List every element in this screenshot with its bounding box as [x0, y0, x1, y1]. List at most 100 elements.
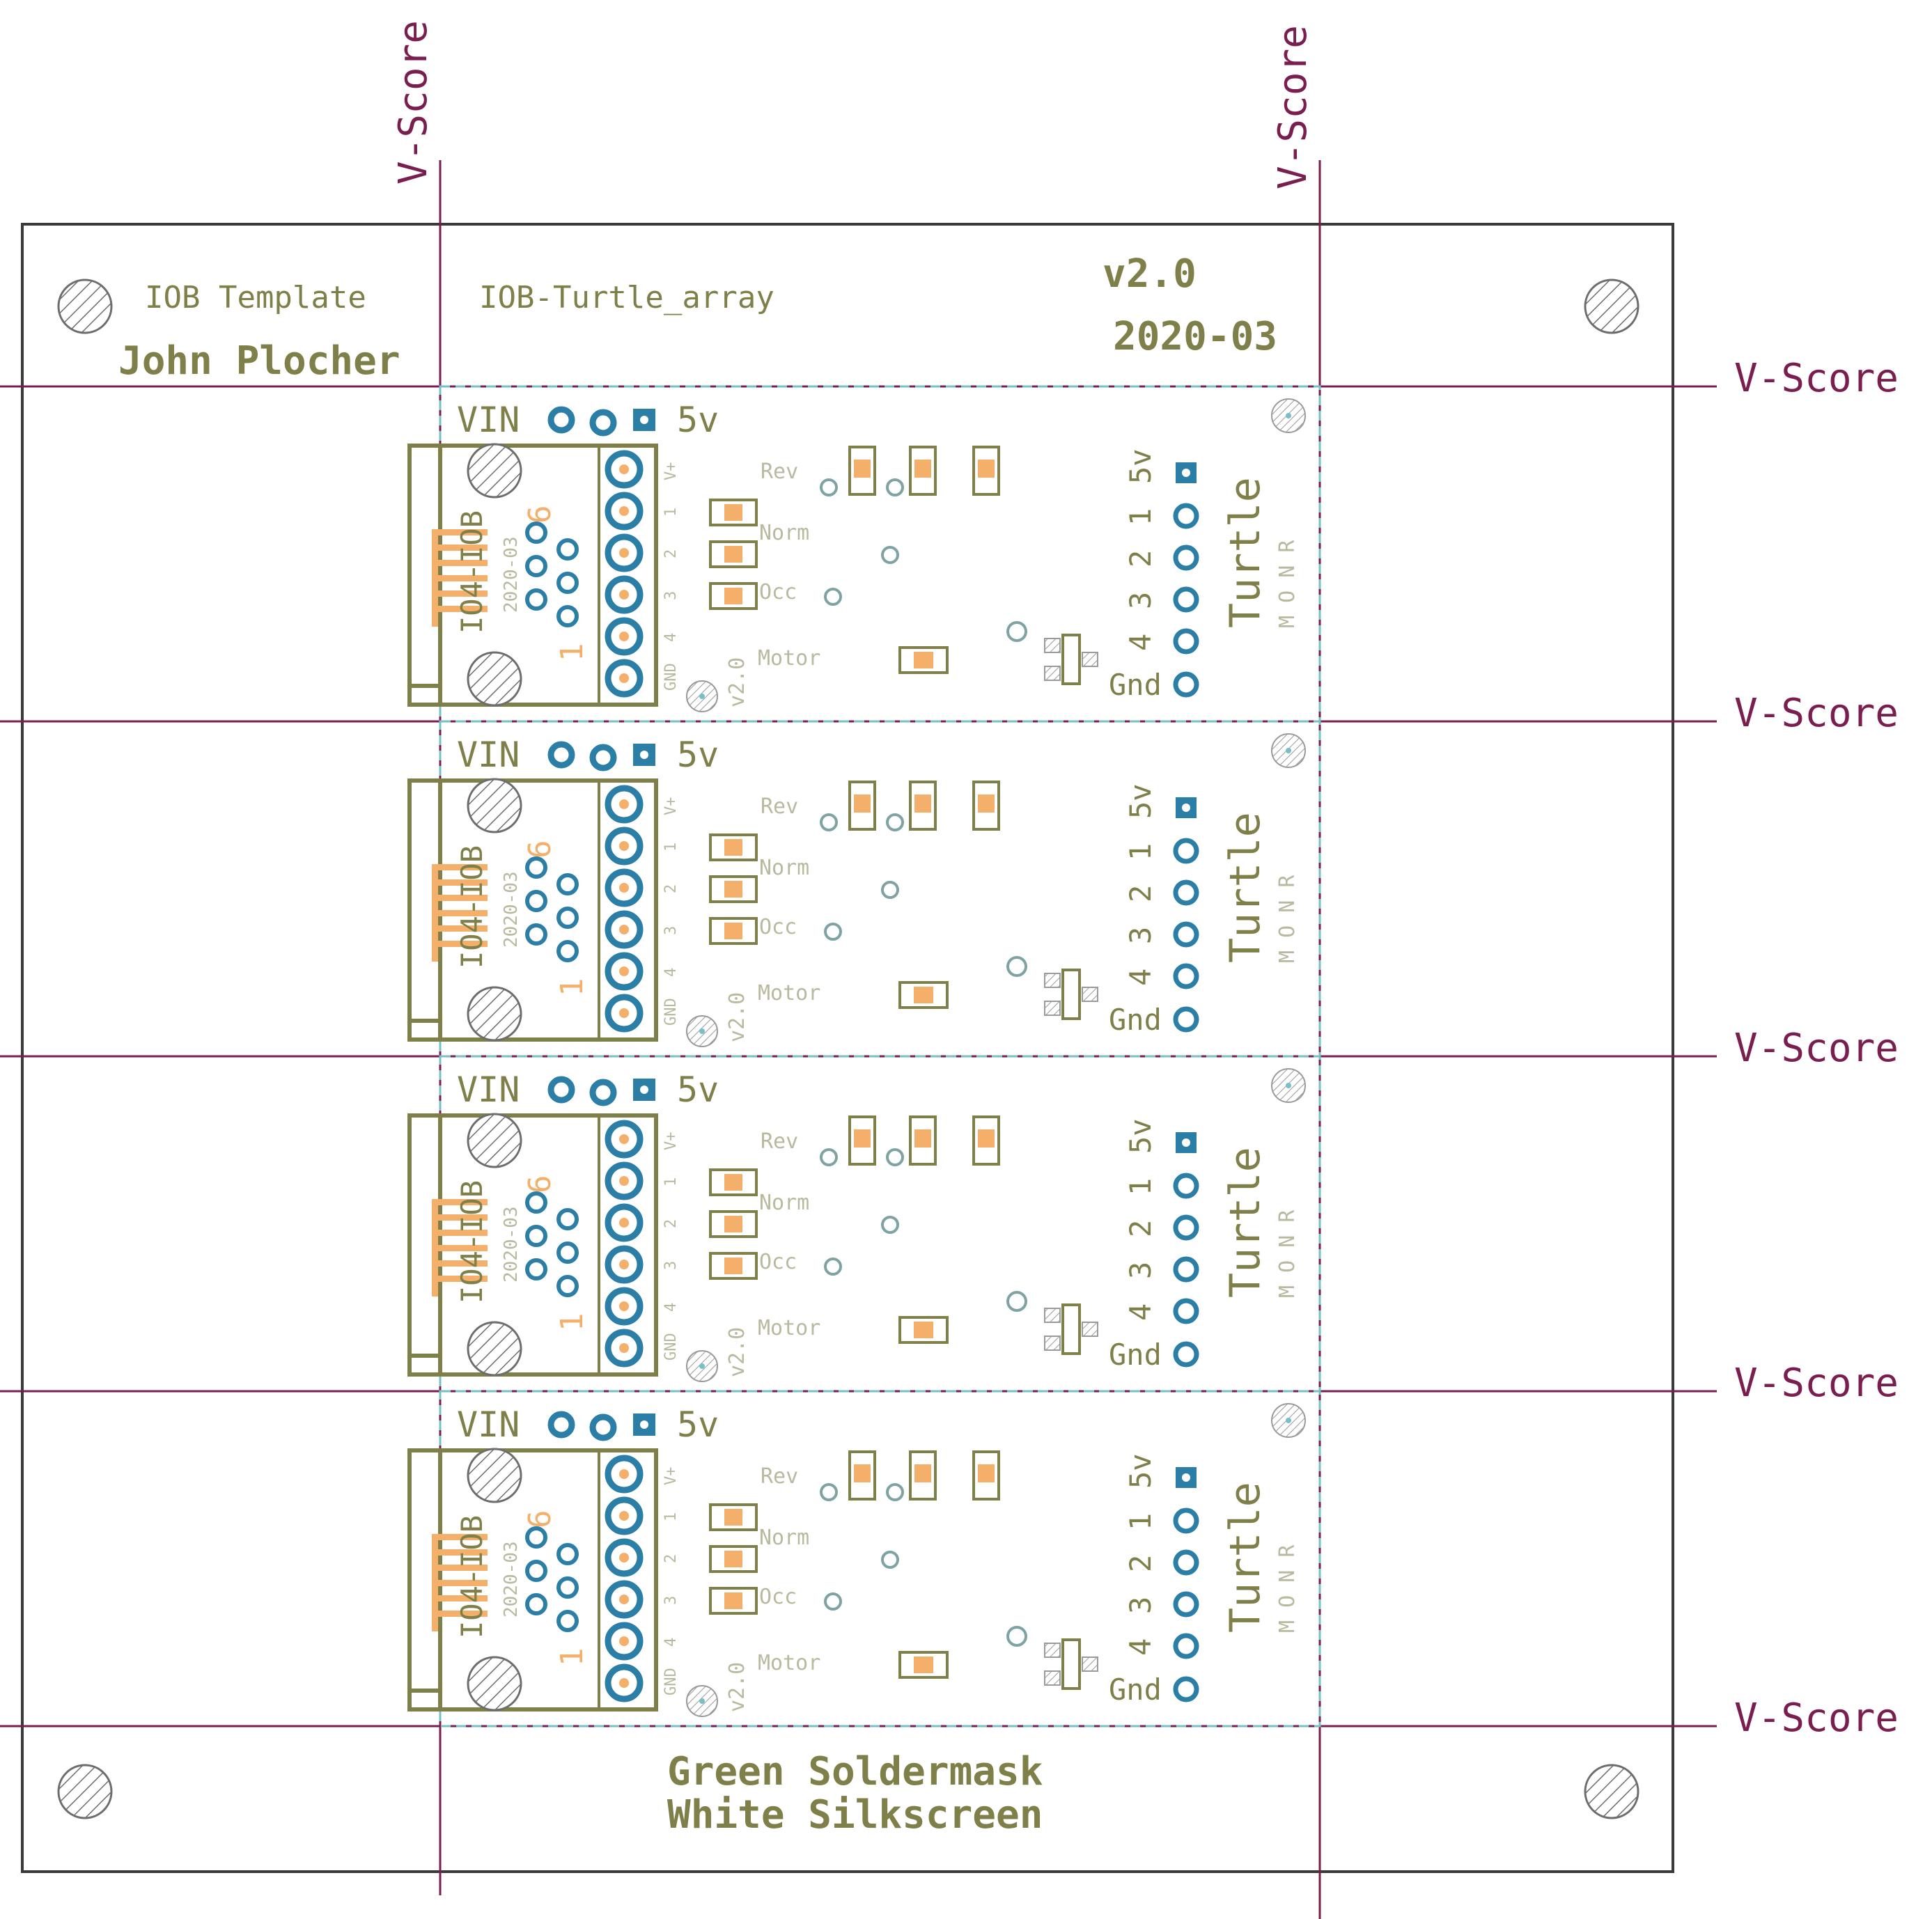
smd-resistor-column: [709, 1503, 758, 1615]
connector-mount-hole: [467, 986, 522, 1042]
connector-id: IO4-IOB: [455, 1180, 489, 1303]
occ-label: Occ: [759, 1250, 797, 1274]
pin-name: 3: [662, 1596, 680, 1605]
header-pin-label: 5v: [1123, 783, 1158, 819]
pin-name: V+: [662, 1132, 680, 1151]
connector-mount-hole: [467, 1448, 522, 1503]
turtle-module: VIN 5v IO4-IOB 2020-03 6 1: [407, 720, 1321, 1058]
monr-label: M O N R: [1275, 1544, 1300, 1633]
vin-label: VIN: [457, 1070, 520, 1110]
vin-pad: [547, 406, 575, 434]
header-pin-label: 3: [1123, 592, 1158, 609]
vin-label: VIN: [457, 735, 520, 775]
mid-pad: [589, 744, 617, 771]
turtle-label: Turtle: [1221, 1482, 1270, 1633]
panel-outline: [21, 223, 1674, 1873]
turtle-label: Turtle: [1221, 1147, 1270, 1298]
pin-name: 2: [662, 884, 680, 893]
transistor: [1044, 1303, 1098, 1355]
connector-outline: [407, 1448, 440, 1693]
smd-resistor-column: [709, 1168, 758, 1280]
turtle-module: VIN 5v IO4-IOB 2020-03 6 1: [407, 1055, 1321, 1393]
turtle-module: VIN 5v IO4-IOB 2020-03 6 1: [407, 1390, 1321, 1728]
header-pin-label: 1: [1123, 1513, 1158, 1530]
pin6-marker: 6: [522, 840, 558, 859]
transistor: [1044, 1638, 1098, 1690]
silkscreen-note: White Silkscreen: [667, 1792, 1043, 1838]
header-pin-label: Gnd: [1109, 668, 1162, 702]
turtle-header: 5v 1 2 3 4 Gnd Turtle M O N R: [1109, 783, 1300, 1037]
rev-label: Rev: [761, 794, 798, 819]
terminal-block: [598, 779, 657, 1041]
motor-label: Motor: [758, 1651, 820, 1675]
turtle-label: Turtle: [1221, 812, 1270, 963]
vin-label: VIN: [457, 1404, 520, 1445]
5v-label: 5v: [677, 1404, 719, 1445]
pin-name: GND: [662, 663, 680, 691]
led-row: [848, 1450, 1000, 1501]
header-pin-label: 4: [1123, 1638, 1158, 1656]
author-name: John Plocher: [118, 338, 400, 384]
5v-label: 5v: [677, 1070, 719, 1110]
connector-mount-hole: [467, 651, 522, 707]
led-row: [848, 1115, 1000, 1166]
pin-name: 1: [662, 843, 680, 852]
connector-date: 2020-03: [501, 536, 522, 613]
mid-pad: [589, 1079, 617, 1106]
header-pin-label: 4: [1123, 1303, 1158, 1321]
pin6-marker: 6: [522, 506, 558, 524]
pin1-marker: 1: [554, 978, 590, 997]
occ-label: Occ: [759, 915, 797, 939]
vscore-lines: [0, 160, 1717, 1919]
panel-header: IOB Template John Plocher IOB-Turtle_arr…: [118, 251, 1277, 384]
terminal-block: [598, 1114, 657, 1376]
norm-label: Norm: [759, 856, 809, 880]
occ-label: Occ: [759, 580, 797, 604]
header-pin-label: 1: [1123, 843, 1158, 861]
rev-label: Rev: [761, 1129, 798, 1154]
pin-name: 1: [662, 508, 680, 517]
module-version: v2.0: [725, 1662, 749, 1712]
vin-label: VIN: [457, 400, 520, 440]
motor-label: Motor: [758, 1316, 820, 1340]
pin-name: 4: [662, 1303, 680, 1312]
module-version: v2.0: [725, 1327, 749, 1377]
header-pin-label: 2: [1123, 1220, 1158, 1237]
monr-label: M O N R: [1275, 875, 1300, 963]
mounting-hole: [1584, 279, 1639, 334]
pin-name: 1: [662, 1177, 680, 1186]
pin1-marker: 1: [554, 1313, 590, 1332]
pin-name: GND: [662, 1668, 680, 1695]
connector-mount-hole: [467, 443, 522, 499]
motor-label: Motor: [758, 981, 820, 1005]
connector-outline: [407, 778, 440, 1023]
header-pin-label: 3: [1123, 1597, 1158, 1614]
pin-name: 1: [662, 1512, 680, 1521]
vscore-label-row4: V-Score: [1734, 1361, 1899, 1406]
transistor: [1044, 969, 1098, 1020]
board-version: v2.0: [1103, 251, 1197, 297]
header-pin-label: 3: [1123, 927, 1158, 944]
vin-pad: [547, 741, 575, 769]
terminal-block: [598, 1449, 657, 1711]
vscore-label-right: V-Score: [1270, 25, 1316, 189]
smd-resistor-column: [709, 499, 758, 610]
vscore-label-row5: V-Score: [1734, 1695, 1899, 1741]
soldermask-note: Green Soldermask: [667, 1749, 1043, 1794]
header-pin-label: 4: [1123, 969, 1158, 986]
pin-name: 4: [662, 633, 680, 642]
header-pin-label: 5v: [1123, 1118, 1158, 1154]
turtle-header: 5v 1 2 3 4 Gnd Turtle M O N R: [1109, 1453, 1300, 1707]
header-pin-label: Gnd: [1109, 1338, 1162, 1372]
board-name: IOB-Turtle_array: [479, 280, 774, 315]
header-pin-label: 1: [1123, 1178, 1158, 1196]
pin-name: GND: [662, 998, 680, 1026]
header-pin-label: 5v: [1123, 1453, 1158, 1489]
header-pin-label: 4: [1123, 634, 1158, 651]
vscore-label-left: V-Score: [391, 20, 436, 185]
connector-outline: [407, 444, 440, 688]
pin6-marker: 6: [522, 1175, 558, 1194]
connector-mount-hole: [467, 1113, 522, 1168]
mounting-hole: [1584, 1764, 1639, 1819]
